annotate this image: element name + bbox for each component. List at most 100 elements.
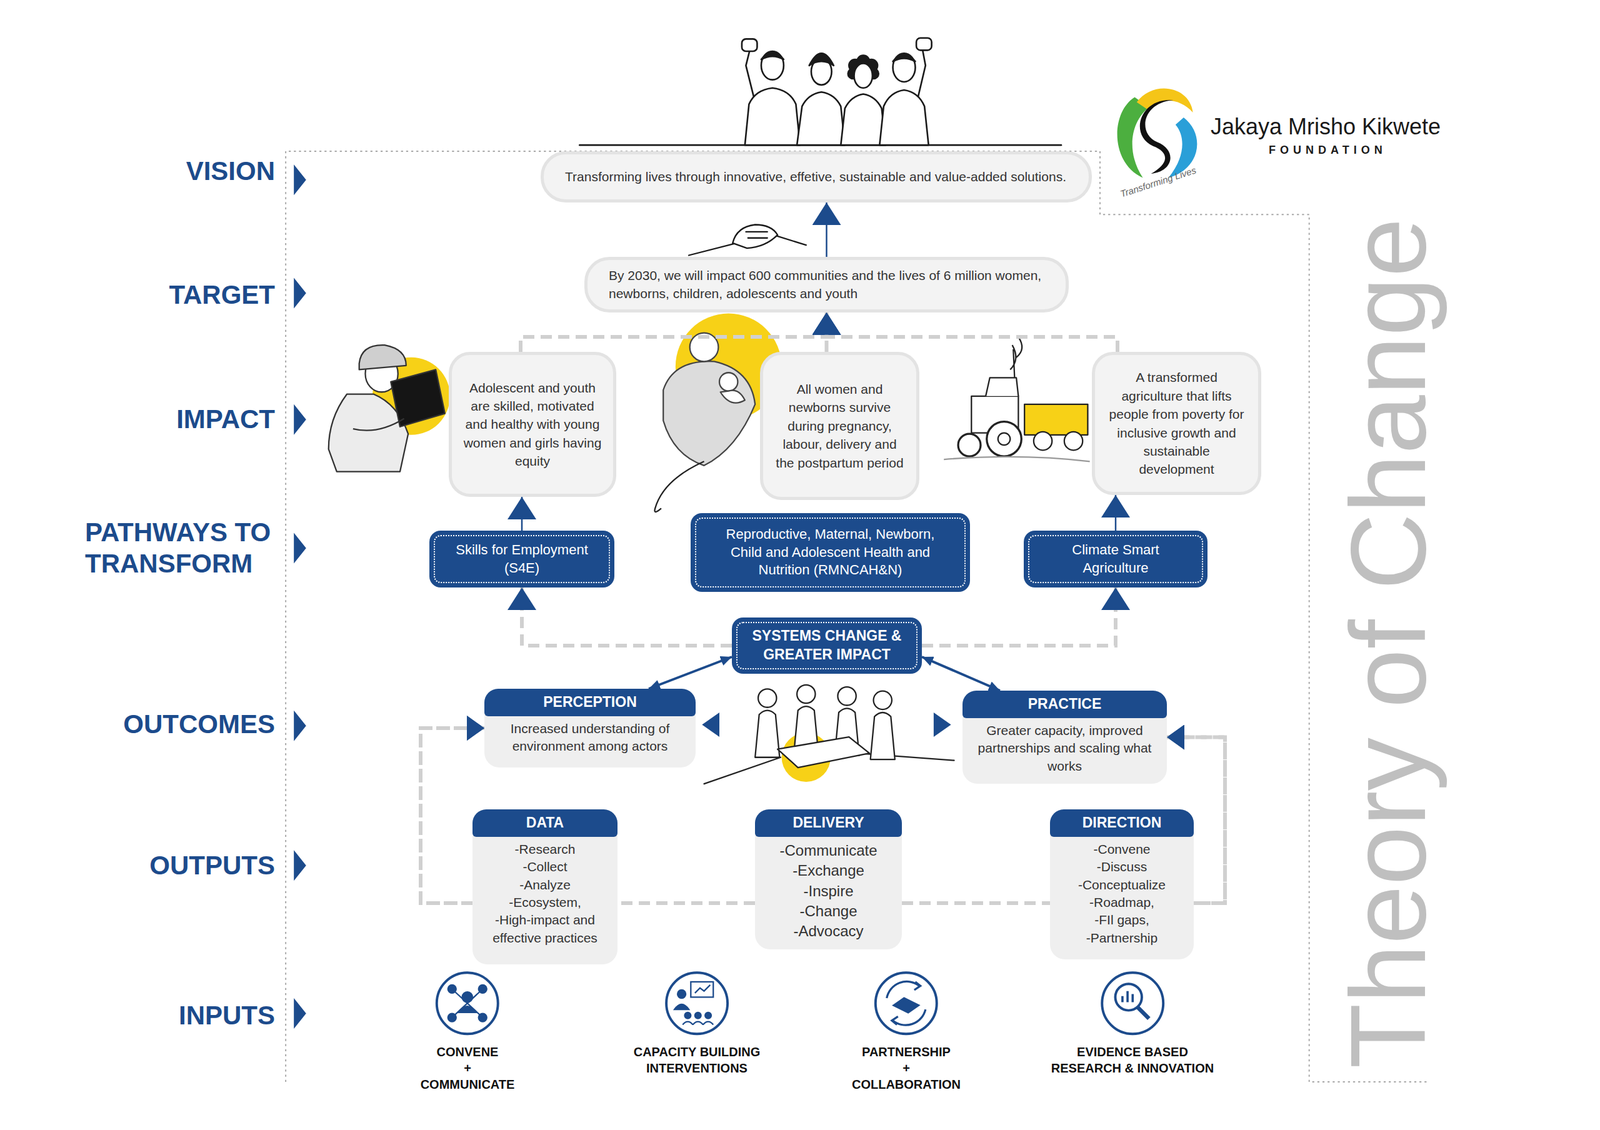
connector-group [420, 202, 1225, 904]
team-illustration [755, 710, 780, 758]
input-icon [666, 972, 728, 1034]
connector [826, 312, 1119, 352]
input-icon [875, 972, 937, 1034]
outcome-pointer [933, 712, 952, 737]
impact-box: A transformed agriculture that lifts peo… [1091, 351, 1262, 495]
output-box: DATA-Research-Collect-Analyze-Ecosystem,… [472, 809, 618, 965]
partnership-icon [891, 1016, 899, 1025]
outcome-box: PERCEPTIONIncreased understanding of env… [484, 688, 696, 768]
people-illustration [879, 90, 929, 145]
row-chevron [293, 533, 307, 564]
output-box: DELIVERY-Communicate-Exchange-Inspire-Ch… [755, 809, 902, 950]
research-icon [1115, 983, 1149, 1019]
tractor-illustration [986, 421, 1022, 457]
tractor-illustration [943, 336, 1090, 462]
impact-box: Adolescent and youth are skilled, motiva… [448, 351, 617, 497]
row-label: TARGET [0, 279, 275, 311]
convene-icon [478, 1013, 487, 1022]
convene-icon [458, 1006, 477, 1013]
box-text: Greater capacity, improved partnerships … [962, 721, 1167, 775]
connector [921, 656, 1000, 691]
box-text: -FIl gaps, [1050, 911, 1194, 929]
tractor-illustration [958, 433, 981, 457]
connector [520, 312, 827, 352]
logo-mark [1117, 88, 1198, 179]
team-illustration [777, 736, 870, 768]
output-box: DIRECTION -Convene-Discuss-Conceptualize -… [1050, 809, 1194, 960]
dotted-frame [285, 151, 1429, 1082]
input-icon [436, 972, 1164, 1034]
logo-name: Jakaya Mrisho Kikwete [1210, 113, 1441, 140]
research-icon [1137, 1007, 1149, 1019]
research-icon [1115, 983, 1142, 1010]
youth-laptop-illustration [359, 345, 407, 370]
team-illustration [704, 685, 955, 784]
tractor-illustration [943, 456, 1090, 462]
input-icon-node: CAPACITY BUILDING INTERVENTIONS [626, 970, 767, 1077]
vertical-title: Theory of Change [1335, 218, 1442, 1069]
box-text: -Convene [1050, 840, 1194, 859]
team-illustration [704, 757, 781, 784]
input-icon-node: CONVENE + COMMUNICATE [395, 970, 540, 1093]
connector [521, 587, 732, 646]
box-text: -Collect [472, 858, 618, 876]
handshake-illustration [745, 231, 767, 239]
partnership-icon [893, 998, 919, 1013]
row-chevron [293, 850, 307, 881]
box-text: -Ecosystem, [472, 893, 618, 912]
people-illustration [741, 38, 757, 52]
team-illustration [796, 685, 815, 704]
box-text: -Communicate [755, 840, 902, 861]
capacity-icon [705, 1012, 712, 1019]
box-heading: DIRECTION [1050, 809, 1194, 837]
tractor-illustration [1033, 431, 1052, 450]
dotted-frame [285, 151, 1429, 1082]
handshake-illustration [773, 235, 807, 245]
convene-icon [448, 1013, 457, 1022]
row-label: INPUTS [0, 1000, 275, 1032]
box-text: EVIDENCE BASED RESEARCH & INNOVATION [1045, 1043, 1220, 1077]
target-box: By 2030, we will impact 600 communities … [584, 256, 1069, 313]
mother-newborn-illustration [720, 390, 745, 404]
box-text: -Conceptualize [1050, 876, 1194, 894]
people-illustration [893, 54, 916, 62]
impact-box: All women and newborns survive during pr… [760, 351, 920, 500]
box-text: -Discuss [1050, 858, 1194, 876]
box-text: All women and newborns survive during pr… [773, 380, 907, 472]
mother-newborn-illustration [655, 461, 705, 512]
team-illustration [758, 688, 777, 707]
input-icon [1101, 972, 1164, 1034]
input-icon-node: EVIDENCE BASED RESEARCH & INNOVATION [1045, 970, 1220, 1077]
pathway-box: Climate Smart Agriculture [1023, 530, 1208, 588]
convene-icon [453, 990, 482, 1017]
box-text: Skills for Employment (S4E) [449, 541, 595, 577]
people-illustration [809, 53, 834, 66]
box-text: -Exchange [755, 860, 902, 881]
box-text: -Advocacy [755, 921, 902, 942]
connector [648, 656, 732, 689]
box-text: -High-impact and effective practices [472, 911, 618, 947]
people-illustration [579, 38, 1062, 145]
capacity-icon [682, 1021, 714, 1025]
people-illustration [745, 49, 755, 103]
input-icon-node: PARTNERSHIP + COLLABORATION [834, 970, 979, 1093]
capacity-icon [695, 1012, 702, 1019]
box-text: -Change [755, 901, 902, 922]
people-illustration [916, 38, 932, 51]
row-chevron [293, 277, 307, 309]
connector [921, 587, 1116, 646]
capacity-icon [674, 981, 714, 1025]
capacity-icon [674, 1004, 689, 1010]
logo-subtitle: FOUNDATION [1268, 143, 1387, 157]
tractor-illustration [985, 377, 1019, 396]
box-text: SYSTEMS CHANGE & GREATER IMPACT [745, 626, 909, 665]
box-text: -Research [472, 840, 618, 859]
box-text: CONVENE + COMMUNICATE [420, 1043, 515, 1093]
convene-icon [462, 991, 473, 1002]
handshake-illustration [732, 225, 778, 249]
convene-icon [478, 985, 487, 994]
people-illustration [761, 52, 784, 60]
vision-box: Transforming lives through innovative, e… [540, 151, 1092, 203]
capacity-icon [695, 985, 710, 994]
